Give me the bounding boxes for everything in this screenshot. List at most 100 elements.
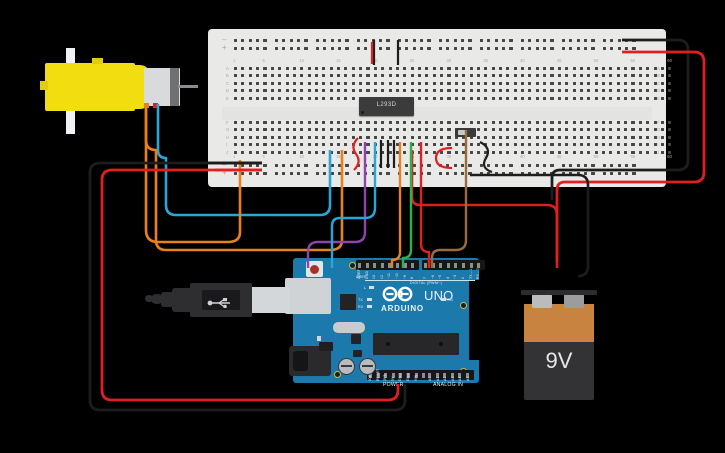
- header-pin[interactable]: [399, 372, 403, 378]
- atmega328p-chip: [373, 333, 459, 355]
- header-pin[interactable]: [428, 372, 431, 378]
- battery-terminal-positive[interactable]: [564, 294, 584, 308]
- battery-label-band: [524, 304, 594, 342]
- wire-jumper-black-curve: [479, 141, 493, 174]
- power-header-label: POWER: [383, 382, 404, 388]
- motor-mount-tab-top: [92, 58, 103, 64]
- header-pin[interactable]: [403, 262, 407, 268]
- wire-signal-purple: [306, 142, 367, 268]
- wire-motor-blue: [156, 104, 332, 217]
- header-pin[interactable]: [376, 372, 380, 378]
- column-number-top-30: 30: [446, 58, 452, 63]
- row-letter-right-C: C: [657, 80, 661, 86]
- row-letter-left-J: J: [226, 149, 229, 155]
- column-number-top-15: 15: [336, 58, 341, 63]
- battery-top-plate: [521, 290, 597, 295]
- column-number-top-40: 40: [520, 58, 525, 63]
- breadboard-center-channel: [222, 107, 652, 120]
- switch-lever[interactable]: [458, 130, 467, 135]
- header-pin[interactable]: [380, 262, 384, 268]
- column-number-top-1: 1: [233, 58, 236, 63]
- dc-barrel-jack[interactable]: [289, 346, 331, 376]
- header-pin[interactable]: [462, 262, 465, 268]
- row-letter-left-H: H: [226, 134, 230, 140]
- column-number-top-55: 55: [630, 58, 636, 63]
- header-pin[interactable]: [422, 372, 426, 378]
- electrolytic-cap-2: [359, 358, 376, 375]
- header-analog-in[interactable]: [426, 370, 474, 380]
- rail-marker-plus-top: +: [222, 43, 227, 52]
- row-letter-right-F: F: [657, 120, 660, 125]
- header-pin[interactable]: [424, 262, 427, 268]
- usb-cable-end: [145, 295, 153, 302]
- usb-strain-relief: [172, 288, 194, 312]
- l293d-ic[interactable]: L293D: [359, 97, 414, 116]
- header-pin[interactable]: [435, 372, 439, 378]
- header-pin[interactable]: [443, 372, 447, 378]
- board-brand-text: ARDUINO: [381, 304, 424, 313]
- row-letter-right-H: H: [657, 134, 661, 140]
- battery-terminal-negative[interactable]: [532, 294, 552, 308]
- header-pin[interactable]: [469, 262, 473, 268]
- wire-jumper-red-curve-mid: [434, 146, 453, 170]
- row-letter-right-J: J: [657, 149, 660, 155]
- usb-b-port[interactable]: [285, 278, 331, 314]
- header-pin[interactable]: [477, 262, 481, 268]
- row-letter-left-F: F: [226, 120, 229, 125]
- column-number-bottom-45: 45: [556, 154, 562, 159]
- header-pin[interactable]: [396, 262, 399, 268]
- header-pin[interactable]: [365, 262, 369, 268]
- row-letter-right-D: D: [657, 88, 661, 94]
- column-number-bottom-10: 10: [299, 154, 304, 159]
- motor-terminal-negative[interactable]: [153, 103, 158, 108]
- led-L-label: L: [364, 286, 367, 290]
- header-power[interactable]: [367, 370, 430, 380]
- header-pin[interactable]: [450, 372, 454, 378]
- header-pin[interactable]: [466, 372, 469, 378]
- header-pin[interactable]: [388, 262, 392, 268]
- header-pin[interactable]: [407, 372, 410, 378]
- nine-volt-battery[interactable]: 9V: [521, 276, 597, 400]
- header-pin[interactable]: [369, 372, 372, 378]
- column-number-bottom-50: 50: [593, 154, 599, 159]
- usb-connector-metal: [248, 287, 290, 313]
- row-letter-left-C: C: [226, 80, 230, 86]
- ic-pin1-notch: [361, 111, 364, 114]
- row-letter-right-E: E: [657, 95, 660, 101]
- motor-rear-shaft: [178, 85, 198, 88]
- wire-signal-blue: [330, 142, 377, 268]
- column-number-bottom-40: 40: [520, 154, 525, 159]
- column-number-top-20: 20: [372, 58, 378, 63]
- row-letter-left-G: G: [226, 127, 230, 133]
- wire-battery-negative: [470, 173, 590, 278]
- reset-button[interactable]: [306, 261, 323, 277]
- header-pin[interactable]: [391, 372, 395, 378]
- column-number-top-50: 50: [593, 58, 599, 63]
- header-pin[interactable]: [384, 372, 388, 378]
- battery-voltage-label: 9V: [545, 348, 573, 373]
- wire-signal-brown: [430, 130, 468, 268]
- header-pin[interactable]: [446, 262, 450, 268]
- column-number-bottom-5: 5: [262, 154, 265, 159]
- mount-hole-top-left: [349, 262, 356, 269]
- header-pin[interactable]: [439, 262, 443, 268]
- header-pin[interactable]: [373, 262, 377, 268]
- small-ic: [351, 334, 361, 344]
- wire-orange-return: [144, 104, 242, 244]
- row-letter-left-I: I: [226, 142, 228, 148]
- header-pin[interactable]: [411, 262, 415, 268]
- column-number-top-5: 5: [262, 58, 265, 63]
- header-pin[interactable]: [358, 262, 361, 268]
- digital-silk-line: [365, 280, 475, 282]
- header-digital-high[interactable]: [356, 260, 419, 270]
- dc-motor[interactable]: [40, 48, 198, 136]
- header-pin[interactable]: [454, 262, 458, 268]
- header-pin[interactable]: [458, 372, 462, 378]
- column-number-top-10: 10: [299, 58, 304, 63]
- led-L: [369, 286, 374, 289]
- header-pin[interactable]: [414, 372, 418, 378]
- wire-rail-jumper-black: [550, 38, 690, 200]
- usb-icon: [207, 295, 235, 309]
